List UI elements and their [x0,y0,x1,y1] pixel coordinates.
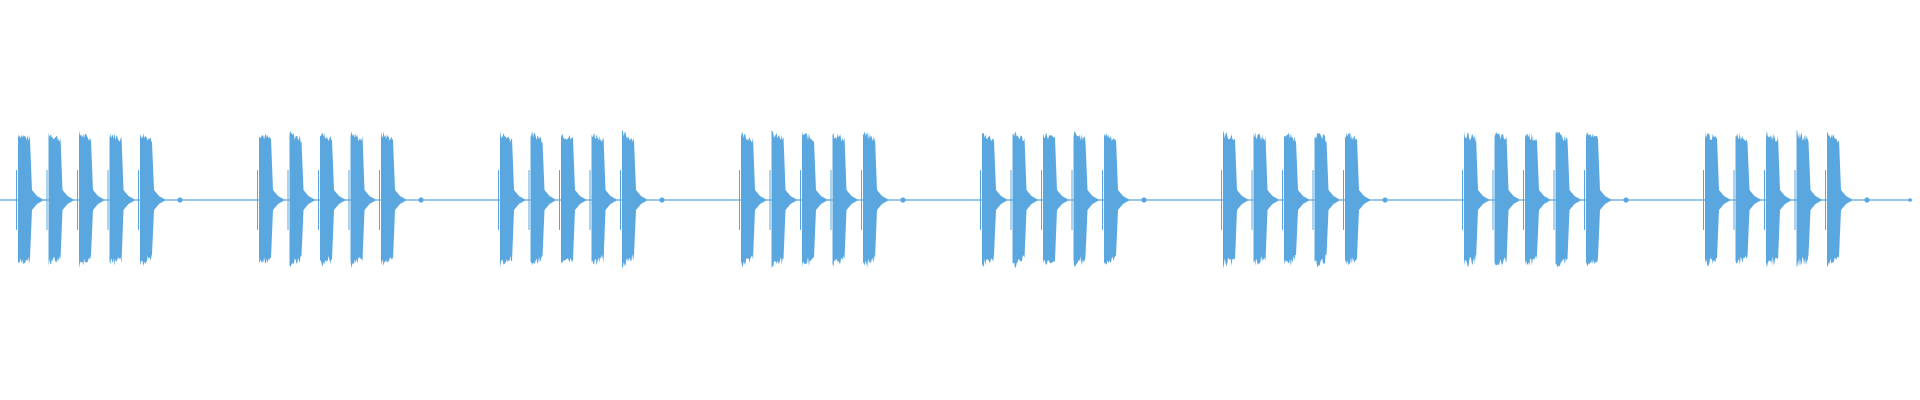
waveform-burst [1766,130,1792,268]
waveform-burst [1104,133,1130,265]
waveform-burst [1253,132,1280,266]
waveform-burst [771,130,798,269]
waveform-burst [1555,131,1582,268]
burst-group [1703,130,1870,268]
waveform-burst [1012,131,1039,269]
waveform-burst [591,132,618,266]
waveform-burst [320,132,346,267]
burst-group [257,130,424,269]
burst-group [16,130,183,269]
waveform-burst [1464,130,1490,267]
waveform-burst [1345,132,1371,266]
waveform-burst [1705,131,1731,267]
waveform-burst [289,130,316,268]
track-end-marker [1908,198,1912,202]
waveform-burst [350,131,377,269]
group-end-marker [1623,197,1629,203]
waveform-burst [802,131,828,268]
group-end-marker [1864,197,1870,203]
waveform-burst [259,133,285,264]
waveform-burst [1586,132,1612,267]
waveform-burst [18,134,44,265]
waveform-burst [1796,130,1823,267]
waveform-groups [16,130,1912,269]
burst-group [498,130,665,269]
waveform-burst [381,131,407,267]
group-end-marker [177,197,183,203]
waveform-burst [1735,133,1762,266]
waveform-burst [561,134,587,264]
waveform-burst [1223,130,1249,269]
waveform-burst [79,130,105,269]
group-end-marker [1141,197,1147,203]
waveform-burst [1494,131,1521,266]
waveform-burst [48,132,75,267]
waveform-burst [1314,132,1341,268]
waveform-burst [982,132,1008,267]
group-end-marker [1382,197,1388,203]
waveform-burst [741,132,767,268]
waveform-burst [1525,133,1551,266]
waveform-burst [622,130,648,269]
waveform-burst [1284,133,1310,267]
waveform-burst [140,133,166,267]
waveform-burst [109,133,136,266]
burst-group [1221,130,1388,269]
burst-group [1462,130,1629,268]
waveform-burst [1827,132,1853,267]
waveform-burst [1043,132,1069,265]
group-end-marker [900,197,906,203]
group-end-marker [659,197,665,203]
waveform-burst [863,131,889,268]
burst-group [739,130,906,269]
waveform-burst [530,131,557,266]
waveform-burst [832,132,859,267]
burst-group [980,131,1147,269]
group-end-marker [418,197,424,203]
waveform-burst [1073,131,1100,268]
waveform-burst [500,130,526,268]
